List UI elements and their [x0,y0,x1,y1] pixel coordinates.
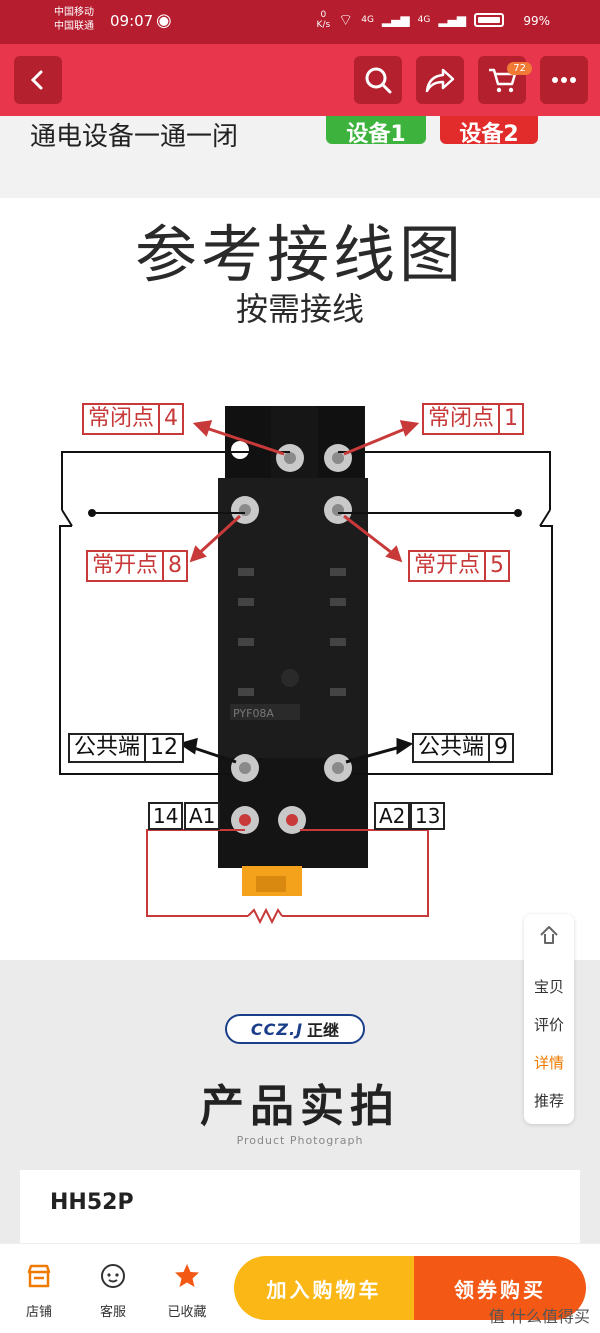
label-nc-4-num: 4 [158,405,178,433]
signal-2-label: 4G [417,15,431,25]
wifi-icon: ⌔ [338,10,354,29]
label-no-8-text: 常开点 [92,553,159,578]
add-to-cart-button[interactable]: 加入购物车 [234,1256,414,1320]
status-icons: 0 K/s ⌔ 4G ▂▄▆ 4G ▂▄▆ [317,10,504,30]
promo-text: 通电设备一通一闭 [30,122,239,152]
more-button[interactable] [540,56,588,104]
label-no-5-text: 常开点 [414,553,481,578]
carrier-1: 中国移动 [54,7,94,18]
diagram-subtitle: 按需接线 [235,290,364,328]
label-no-5-num: 5 [484,552,504,580]
signal-2-icon: ▂▄▆ [438,13,466,27]
relay-socket: PYF08A [218,406,368,896]
label-com-9-num: 9 [488,735,508,761]
cart-badge: 72 [507,62,532,75]
nav-bar: 72 [0,44,600,116]
carrier-2: 中国联通 [54,21,94,32]
status-bar: 中国移动 中国联通 09:07 ◉ 0 K/s ⌔ 4G ▂▄▆ 4G ▂▄▆ … [0,0,600,44]
promo-strip: 通电设备一通一闭 设备1 设备2 [0,116,600,198]
side-nav-item-tuijian[interactable]: 推荐 [533,1092,564,1110]
label-com-9-text: 公共端 [418,735,485,760]
battery-percent: 99% [523,14,550,28]
label-nc-4-text: 常闭点 [88,406,155,431]
wiring-dots [88,509,522,517]
pin-14: 14 [148,802,184,830]
store-button[interactable]: 店铺 [4,1262,74,1320]
search-icon [365,67,392,94]
more-icon [552,77,576,83]
watermark: 值 什么值得买 [488,1307,590,1326]
clock: 09:07 [110,12,154,30]
label-nc-1-num: 1 [498,405,518,433]
label-arrows [189,420,420,563]
relay-socket-image: PYF08A [59,406,553,925]
model-name: HH52P [50,1190,134,1215]
side-nav-item-xiangqing[interactable]: 详情 [533,1054,564,1072]
store-icon [4,1262,74,1297]
bottom-action-bar: 店铺 客服 已收藏 加入购物车 领券购买 值 什么值得买 [0,1243,600,1333]
logo-mark: CCZ.J [250,1019,304,1039]
eye-comfort-icon: ◉ [156,10,172,31]
share-button[interactable] [416,56,464,104]
coil-wiring [146,829,429,925]
label-com-12-text: 公共端 [74,735,141,760]
label-nc-1-text: 常闭点 [428,406,495,431]
net-speed: 0 K/s [316,10,331,30]
service-icon [78,1262,148,1297]
device-2-tag: 设备2 [440,116,538,147]
side-nav-item-pingjia[interactable]: 评价 [533,1016,564,1034]
back-to-top-button[interactable] [524,924,574,952]
wiring-diagram-section: 参考接线图 按需接线 PYF08A [0,198,600,960]
device-1-tag: 设备1 [326,116,426,147]
label-com-12-num: 12 [144,735,178,761]
signal-1-label: 4G [361,15,374,25]
cart-button[interactable]: 72 [478,56,532,104]
photo-subtitle: Product Photograph [236,1134,364,1147]
favorite-button[interactable]: 已收藏 [152,1262,222,1320]
store-label: 店铺 [25,1305,52,1320]
back-to-top-icon [540,926,558,944]
com-arrows [178,737,414,764]
brand-logo: CCZ.J 正继 [225,1014,365,1044]
service-label: 客服 [99,1305,126,1320]
carrier-info: 中国移动 中国联通 [54,6,94,34]
back-button[interactable] [14,56,62,104]
base-marking: PYF08A [233,707,274,720]
pin-a1: A1 [184,802,221,830]
buy-now-button[interactable]: 领券购买 [414,1256,586,1320]
photo-title: 产品实拍 [200,1081,400,1132]
pin-13: 13 [410,802,446,830]
search-button[interactable] [354,56,402,104]
wiring-lines [59,451,553,775]
product-photo-section: CCZ.J 正继 产品实拍 Product Photograph HH52P [0,960,600,1243]
favorite-label: 已收藏 [167,1305,207,1320]
diagram-title: 参考接线图 [134,218,465,291]
signal-1-icon: ▂▄▆ [381,13,410,27]
back-arrow-icon [30,70,43,90]
share-icon [425,68,455,93]
pin-a2: A2 [374,802,411,830]
side-nav: 宝贝 评价 详情 推荐 [524,914,574,1124]
star-icon [152,1262,222,1297]
service-button[interactable]: 客服 [78,1262,148,1320]
side-nav-item-baobei[interactable]: 宝贝 [533,978,564,996]
model-card: HH52P [20,1170,580,1243]
logo-cn: 正继 [307,1021,340,1040]
battery-icon [474,13,504,27]
label-no-8-num: 8 [162,552,182,580]
